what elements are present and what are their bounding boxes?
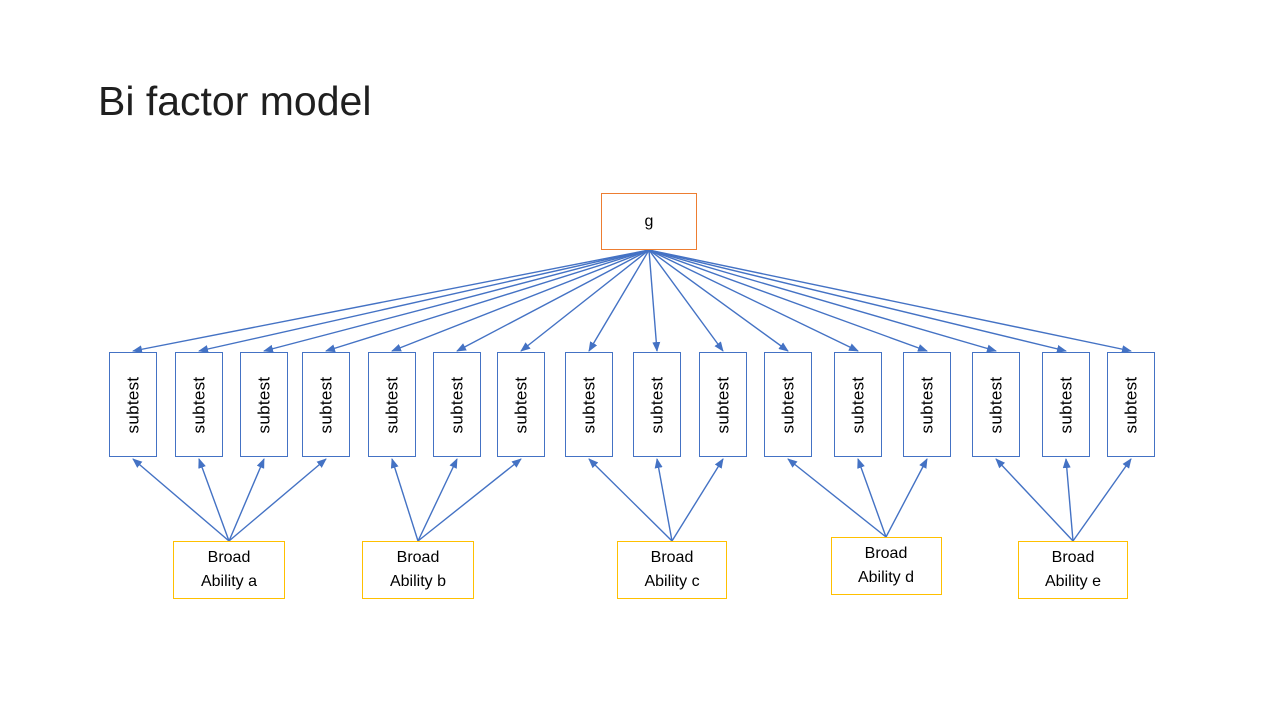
subtest-label: subtest xyxy=(511,376,531,433)
subtest-label: subtest xyxy=(713,376,733,433)
broad-ability-label-line1: Broad xyxy=(396,549,440,566)
subtest-node: subtest xyxy=(699,352,747,457)
g-to-subtest-arrow xyxy=(648,249,859,352)
broad-ability-label-line1: Broad xyxy=(207,549,251,566)
subtest-node: subtest xyxy=(175,352,223,457)
subtest-label: subtest xyxy=(382,376,402,433)
subtest-label: subtest xyxy=(316,376,336,433)
broad-ability-label-line2: Ability b xyxy=(389,573,447,590)
broad-ability-label-line1: Broad xyxy=(1051,549,1095,566)
subtest-label: subtest xyxy=(1121,376,1141,433)
subtest-node: subtest xyxy=(1042,352,1090,457)
g-to-subtest-arrow xyxy=(132,249,650,354)
g-to-subtest-arrow xyxy=(648,249,1132,354)
g-to-subtest-arrow xyxy=(325,249,650,353)
ability-to-subtest-arrow xyxy=(1062,458,1074,542)
g-factor-label: g xyxy=(644,212,654,230)
ability-to-subtest-arrow xyxy=(198,458,230,542)
ability-to-subtest-arrow xyxy=(671,458,724,542)
subtest-node: subtest xyxy=(497,352,545,457)
g-to-subtest-arrow xyxy=(198,249,650,353)
subtest-node: subtest xyxy=(433,352,481,457)
ability-to-subtest-arrow xyxy=(857,458,887,538)
subtest-node: subtest xyxy=(302,352,350,457)
subtest-node: subtest xyxy=(903,352,951,457)
subtest-label: subtest xyxy=(917,376,937,433)
g-to-subtest-arrow xyxy=(588,249,650,352)
g-factor-node: g xyxy=(601,193,697,250)
g-to-subtest-arrow xyxy=(648,249,1067,353)
subtest-label: subtest xyxy=(647,376,667,433)
subtest-node: subtest xyxy=(834,352,882,457)
subtest-node: subtest xyxy=(1107,352,1155,457)
broad-ability-label-line2: Ability d xyxy=(857,569,915,586)
ability-to-subtest-arrow xyxy=(995,458,1074,542)
subtest-label: subtest xyxy=(778,376,798,433)
broad-ability-label-line1: Broad xyxy=(650,549,694,566)
broad-ability-label-line2: Ability c xyxy=(644,573,700,590)
g-to-subtest-arrow xyxy=(648,249,789,352)
ability-to-subtest-arrow xyxy=(132,458,230,542)
ability-to-subtest-arrow xyxy=(228,458,327,542)
ability-to-subtest-arrow xyxy=(885,458,928,538)
g-to-subtest-arrow xyxy=(520,249,650,352)
ability-to-subtest-arrow xyxy=(654,458,673,542)
broad-ability-label-line2: Ability e xyxy=(1044,573,1102,590)
g-to-subtest-arrow xyxy=(263,249,650,353)
slide-title: Bi factor model xyxy=(98,78,372,124)
ability-to-subtest-arrow xyxy=(1072,458,1132,542)
g-to-subtest-arrow xyxy=(648,249,661,352)
subtest-label: subtest xyxy=(447,376,467,433)
subtest-label: subtest xyxy=(189,376,209,433)
subtest-node: subtest xyxy=(240,352,288,457)
subtest-node: subtest xyxy=(565,352,613,457)
subtest-node: subtest xyxy=(368,352,416,457)
subtest-label: subtest xyxy=(848,376,868,433)
ability-to-subtest-arrow xyxy=(588,458,673,542)
subtest-label: subtest xyxy=(1056,376,1076,433)
ability-to-subtest-arrow xyxy=(228,458,265,542)
subtest-label: subtest xyxy=(579,376,599,433)
subtest-label: subtest xyxy=(123,376,143,433)
subtest-node: subtest xyxy=(109,352,157,457)
g-to-subtest-arrow xyxy=(391,249,650,352)
broad-ability-label-line2: Ability a xyxy=(200,573,258,590)
subtest-node: subtest xyxy=(764,352,812,457)
ability-to-subtest-arrow xyxy=(787,458,887,538)
subtest-label: subtest xyxy=(254,376,274,433)
ability-to-subtest-arrow xyxy=(417,458,458,542)
g-to-subtest-arrow xyxy=(648,249,997,353)
subtest-label: subtest xyxy=(986,376,1006,433)
ability-to-subtest-arrow xyxy=(417,458,522,542)
ability-to-subtest-arrow xyxy=(390,458,419,542)
subtest-node: subtest xyxy=(633,352,681,457)
subtest-node: subtest xyxy=(972,352,1020,457)
g-to-subtest-arrow xyxy=(648,249,928,352)
broad-ability-label-line1: Broad xyxy=(864,545,908,562)
g-to-subtest-arrow xyxy=(648,249,724,352)
g-to-subtest-arrow xyxy=(456,249,650,352)
